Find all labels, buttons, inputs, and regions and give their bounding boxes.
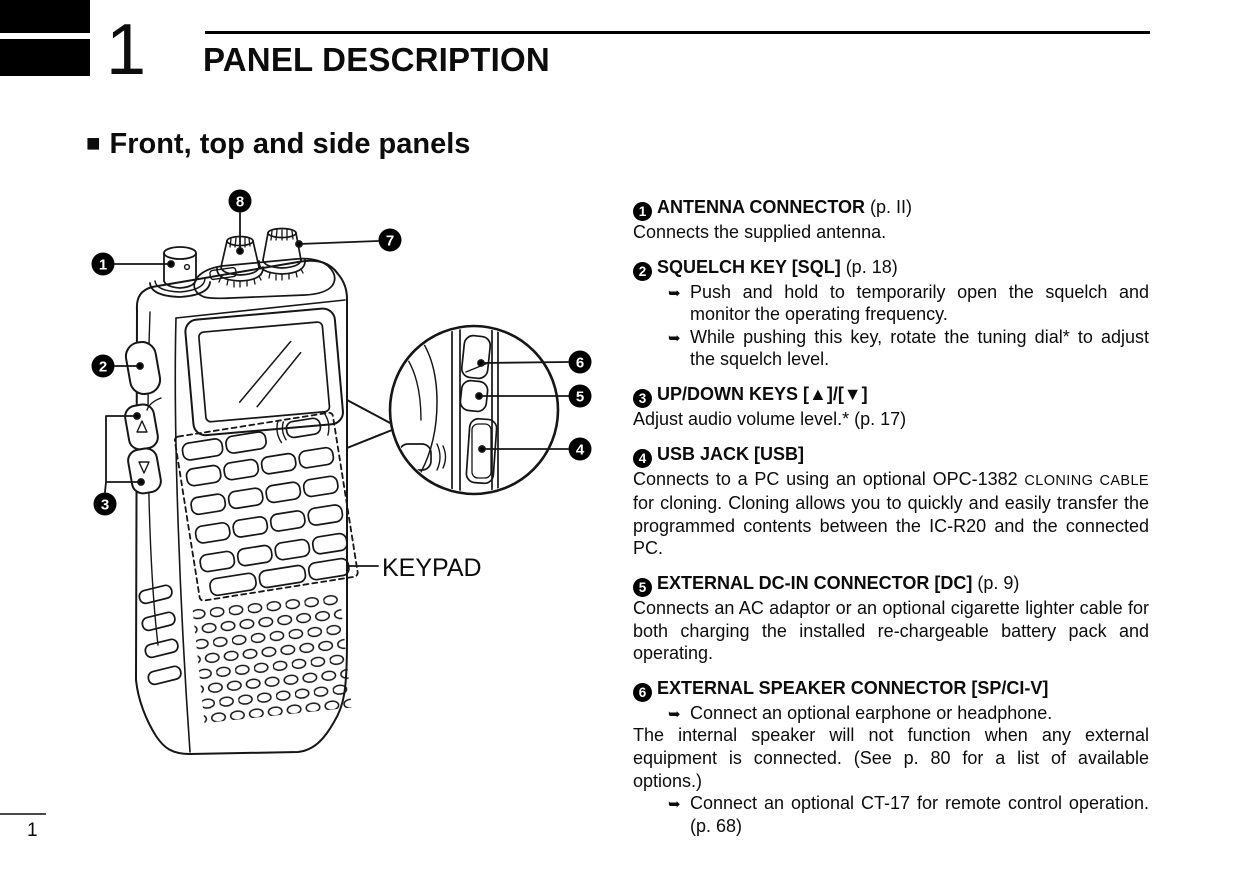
grip-bars <box>138 584 182 686</box>
svg-text:8: 8 <box>236 194 244 211</box>
item-text: Connects to a PC using an optional OPC-1… <box>633 468 1149 560</box>
callout-badges: 1 2 3 8 7 6 5 4 <box>91 189 592 516</box>
callout-8: 8 <box>228 189 252 213</box>
arrow-icon: ➥ <box>668 283 681 302</box>
callout-badge-1: 1 <box>633 202 652 221</box>
svg-text:6: 6 <box>576 355 584 372</box>
item-text: The internal speaker will not function w… <box>633 725 1149 791</box>
svg-text:3: 3 <box>101 497 109 514</box>
speaker-grille <box>192 590 352 723</box>
callout-badge-2: 2 <box>633 261 652 281</box>
item-text: Connects the supplied antenna. <box>633 222 887 242</box>
descriptions-column: 1 ANTENNA CONNECTOR(p. II) Connects the s… <box>633 196 1149 837</box>
chapter-rule <box>205 31 1150 34</box>
section-antenna-connector: 1 ANTENNA CONNECTOR(p. II) Connects the s… <box>633 196 1149 244</box>
item-title: ANTENNA CONNECTOR <box>657 197 866 217</box>
callout-4: 4 <box>568 437 592 461</box>
smallcaps-term: CLONING CABLE <box>1024 472 1150 489</box>
arrow-icon: ➥ <box>668 795 681 814</box>
callout-5: 5 <box>568 384 592 408</box>
callout-badge-4: 4 <box>633 448 652 468</box>
item-title: SQUELCH KEY [SQL] <box>657 256 841 277</box>
chapter-tab-block-top <box>0 0 90 33</box>
item-title: USB JACK [USB] <box>657 443 805 464</box>
item-text: While pushing this key, rotate the tunin… <box>690 326 1149 370</box>
arrow-item: ➥ While pushing this key, rotate the tuni… <box>668 326 1149 371</box>
arrow-icon: ➥ <box>668 328 681 347</box>
svg-text:5: 5 <box>576 389 584 406</box>
side-panel-detail <box>388 324 560 496</box>
page-ref: (p. 18) <box>845 256 898 277</box>
footer-rule <box>0 813 46 815</box>
magnifier-wedge <box>346 399 393 449</box>
arrow-item: ➥ Connect an optional CT-17 for remote co… <box>668 792 1149 837</box>
text-part: for cloning. Cloning allows you to quick… <box>633 493 1149 559</box>
keypad-area <box>173 411 359 602</box>
callout-6: 6 <box>568 350 592 374</box>
square-bullet-icon: ■ <box>86 130 101 157</box>
chapter-number: 1 <box>106 10 146 90</box>
page-ref: (p. 9) <box>977 572 1020 593</box>
item-text: Adjust audio volume level.* (p. 17) <box>633 408 907 429</box>
antenna-connector <box>149 246 211 298</box>
arrow-item: ➥ Push and hold to temporarily open the s… <box>668 281 1149 326</box>
section-heading-text: Front, top and side panels <box>109 128 471 160</box>
usb-jack-cover <box>465 417 498 485</box>
callout-7: 7 <box>378 228 402 252</box>
svg-text:4: 4 <box>576 442 585 459</box>
item-text: Connect an optional earphone or headphon… <box>690 702 1053 723</box>
text-part: Connects to a PC using an optional OPC-1… <box>633 468 1025 489</box>
item-text: Push and hold to temporarily open the sq… <box>690 281 1149 325</box>
item-title: EXTERNAL SPEAKER CONNECTOR [SP/CI-V] <box>657 677 1049 698</box>
chapter-tab-block-bottom <box>0 39 90 76</box>
arrow-icon: ➥ <box>668 704 681 723</box>
callout-2: 2 <box>91 354 115 378</box>
dc-jack-cover <box>459 379 489 413</box>
radio-illustration: 1 2 3 8 7 6 5 4 KEYPAD <box>91 189 592 755</box>
item-text: Connect an optional CT-17 for remote con… <box>690 793 1149 836</box>
item-title: EXTERNAL DC-IN CONNECTOR [DC] <box>657 572 973 593</box>
page-ref: (p. II) <box>870 197 913 217</box>
page-number: 1 <box>27 820 38 841</box>
svg-text:7: 7 <box>386 233 394 250</box>
callout-badge-6: 6 <box>633 682 652 702</box>
section-heading: ■ Front, top and side panels <box>86 128 470 161</box>
leader-lines <box>104 212 569 567</box>
svg-text:2: 2 <box>99 359 107 376</box>
callout-badge-3: 3 <box>633 388 652 408</box>
callout-3: 3 <box>93 492 117 516</box>
display <box>184 307 344 437</box>
keypad-label: KEYPAD <box>382 554 482 582</box>
svg-text:1: 1 <box>99 257 107 274</box>
arrow-item: ➥ Connect an optional earphone or headpho… <box>668 702 1149 725</box>
callout-badge-5: 5 <box>633 577 652 597</box>
chapter-title: PANEL DESCRIPTION <box>203 41 550 78</box>
item-title: UP/DOWN KEYS [▲]/[▼] <box>657 383 868 404</box>
callout-1: 1 <box>91 252 115 276</box>
item-text: Connects an AC adaptor or an optional ci… <box>633 597 1149 664</box>
